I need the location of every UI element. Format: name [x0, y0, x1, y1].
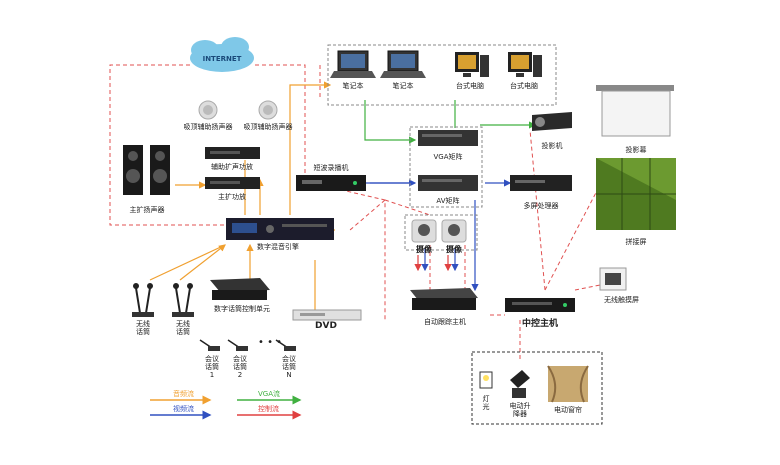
control-lines: [414, 255, 452, 272]
internet-label: INTERNET: [202, 55, 242, 63]
curtain-label: 电动窗帘: [554, 406, 582, 414]
curtain-icon: [547, 365, 589, 403]
lamp-label: 灯光: [482, 395, 490, 411]
main-amplifier-icon: [205, 177, 260, 189]
splice-screen-label: 拼接屏: [625, 238, 647, 246]
recorder-icon: [296, 175, 366, 191]
desktop-icon-1: [455, 52, 489, 77]
camera-icon-2: [441, 219, 467, 243]
av-matrix-icon: [418, 175, 478, 191]
desktop-label-1: 台式电脑: [456, 82, 484, 90]
vga-lines: [364, 100, 537, 144]
conference-mic-icon-1: [199, 339, 220, 351]
dvd-label: DVD: [315, 321, 337, 331]
central-control-label: 中控主机: [521, 319, 559, 329]
lamp-icon: [479, 371, 493, 389]
camera-label-1: 摄像: [416, 245, 432, 254]
ceiling-speaker-icon-2: [258, 100, 278, 120]
dsp-icon: [226, 218, 334, 240]
vga-matrix-icon: [418, 130, 478, 146]
lift-icon: [510, 370, 530, 398]
wireless-mic-label-2: 无线话筒: [176, 320, 190, 336]
aux-amplifier-label: 辅助扩声功放: [211, 163, 253, 171]
camera-label-2: 摄像: [446, 245, 462, 254]
lift-label: 电动升降器: [509, 402, 531, 418]
legend-vga-text: VGA流: [258, 390, 281, 398]
ellipsis: • • •: [258, 337, 282, 348]
vga-matrix-label: VGA矩阵: [433, 153, 463, 161]
main-amplifier-label: 主扩功放: [218, 193, 246, 201]
conference-mic-label-n: 会议话筒N: [282, 355, 296, 379]
touch-panel-icon: [599, 267, 627, 291]
legend-control-text: 控制流: [258, 405, 279, 413]
ceiling-speaker-label-2: 吸顶辅助扬声器: [243, 123, 293, 131]
projection-screen-icon: [596, 85, 674, 137]
conference-mic-label-2: 会议话筒2: [233, 355, 247, 379]
splice-screen-icon: [596, 158, 676, 230]
laptop-label-2: 笔记本: [392, 82, 414, 90]
projector-label: 投影机: [541, 142, 563, 150]
dsp-label: 数字混音引擎: [257, 243, 299, 251]
aux-amplifier-icon: [205, 147, 260, 159]
camera-group-box: [404, 214, 478, 251]
computers-group-box: [327, 44, 557, 106]
multi-screen-processor-icon: [510, 175, 572, 191]
main-speaker-label: 主扩扬声器: [129, 206, 165, 214]
central-control-icon: [505, 298, 575, 312]
conference-control-unit-icon: [210, 278, 270, 300]
wireless-mic-icon-2: [172, 283, 194, 317]
laptop-icon-1: [330, 50, 376, 78]
dvd-icon: [292, 309, 362, 321]
laptop-label-1: 笔记本: [342, 82, 364, 90]
projector-icon: [532, 112, 572, 131]
multi-screen-processor-label: 多屏处理器: [523, 202, 559, 210]
wireless-mic-icon-1: [132, 283, 154, 317]
legend-audio-text: 音频流: [173, 390, 194, 398]
av-matrix-label: AV矩阵: [436, 197, 460, 205]
matrix-group-box: [409, 126, 483, 208]
conference-control-label: 数字话筒控制单元: [214, 305, 270, 313]
tracking-host-label: 自动跟踪主机: [424, 318, 466, 326]
laptop-icon-2: [380, 50, 426, 78]
internet-cloud-icon: [190, 37, 254, 72]
desktop-icon-2: [508, 52, 542, 77]
ceiling-speaker-label-1: 吸顶辅助扬声器: [183, 123, 233, 131]
conference-mic-icon-2: [227, 339, 248, 351]
peripheral-group-box: [471, 351, 603, 425]
conference-mic-icon-n: [275, 339, 296, 351]
wireless-mic-label-1: 无线话筒: [136, 320, 150, 336]
tracking-host-icon: [410, 288, 478, 310]
legend-video-text: 视频流: [173, 405, 194, 413]
main-speaker-icon: [123, 145, 170, 195]
touch-panel-label: 无线触摸屏: [604, 296, 639, 304]
camera-icon-1: [411, 219, 437, 243]
recorder-label: 短波录播机: [313, 164, 349, 172]
desktop-label-2: 台式电脑: [510, 82, 538, 90]
conference-mic-label-1: 会议话筒1: [205, 355, 219, 379]
ceiling-speaker-icon-1: [198, 100, 218, 120]
screen-label: 投影幕: [625, 146, 647, 154]
